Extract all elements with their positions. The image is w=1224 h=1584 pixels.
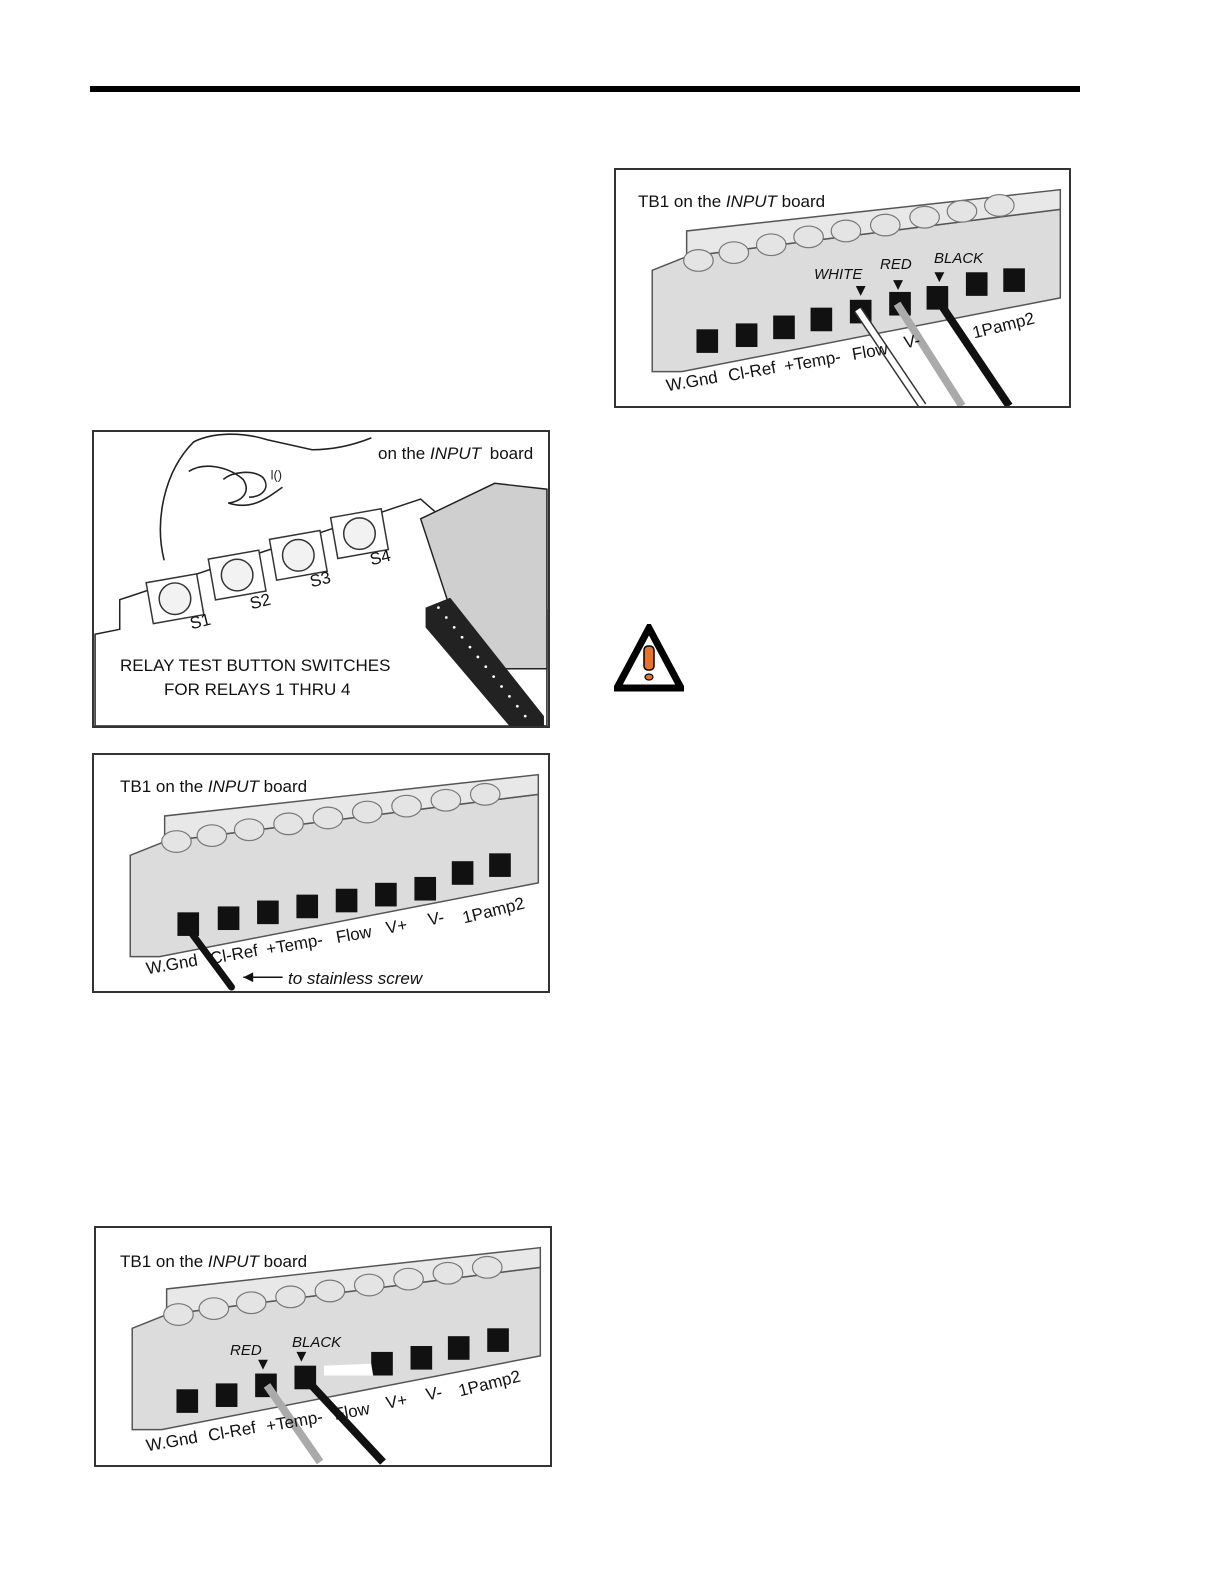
tb1-flow-illustration — [651, 188, 1062, 406]
tb1-flow-caption-prefix: TB1 on the — [638, 192, 722, 211]
tb1-ground-caption-suffix: board — [263, 777, 308, 796]
relay-caption-italic: INPUT — [430, 444, 481, 463]
header-rule — [90, 86, 1080, 92]
warning-triangle-icon — [611, 620, 687, 692]
relay-note-line2: FOR RELAYS 1 THRU 4 — [164, 680, 351, 699]
wire-red-label: RED — [880, 256, 912, 273]
tb1-ground-figure: TB1 on the INPUT board W.Gnd Cl-Ref +Tem… — [92, 753, 550, 993]
wire-red-label: RED — [230, 1342, 262, 1359]
tb1-temp-illustration — [131, 1246, 542, 1465]
terminal-label: V+ — [384, 1390, 409, 1413]
tb1-ground-caption: TB1 on the INPUT board — [120, 777, 307, 797]
tb1-flow-caption-suffix: board — [781, 192, 826, 211]
relay-figure-caption: on the INPUT board — [378, 444, 533, 464]
tb1-temp-caption: TB1 on the INPUT board — [120, 1252, 307, 1272]
terminal-label: V+ — [384, 915, 409, 938]
tb1-flow-caption-italic: INPUT — [725, 192, 777, 211]
tb1-flow-figure: TB1 on the INPUT board WHITE RED BLACK W… — [614, 168, 1071, 408]
tb1-temp-caption-prefix: TB1 on the — [120, 1252, 204, 1271]
relay-note-line1: RELAY TEST BUTTON SWITCHES — [120, 656, 391, 675]
tb1-ground-illustration — [129, 773, 540, 991]
svg-text:l(): l() — [271, 467, 282, 482]
wire-white-label: WHITE — [814, 266, 863, 283]
tb1-ground-caption-italic: INPUT — [207, 777, 259, 796]
tb1-temp-figure: TB1 on the INPUT board RED BLACK W.Gnd C… — [94, 1226, 552, 1467]
tb1-temp-caption-suffix: board — [263, 1252, 308, 1271]
wire-black-label: BLACK — [292, 1334, 342, 1351]
ground-annotation: to stainless screw — [288, 969, 423, 988]
relay-buttons-illustration: l() — [94, 433, 548, 726]
tb1-ground-caption-prefix: TB1 on the — [120, 777, 204, 796]
terminal-label: V- — [902, 330, 922, 353]
warning-icon-graphic — [611, 620, 687, 692]
wire-black-label: BLACK — [934, 250, 984, 267]
tb1-flow-caption: TB1 on the INPUT board — [638, 192, 825, 212]
terminal-label: V- — [424, 1382, 444, 1405]
relay-caption-prefix: on the — [378, 444, 426, 463]
terminal-label: V- — [426, 907, 446, 930]
relay-buttons-figure: l() on the INPUT board S1 S2 S3 S4 RELAY… — [92, 430, 550, 728]
tb1-temp-caption-italic: INPUT — [207, 1252, 259, 1271]
relay-caption-suffix: board — [489, 444, 534, 463]
